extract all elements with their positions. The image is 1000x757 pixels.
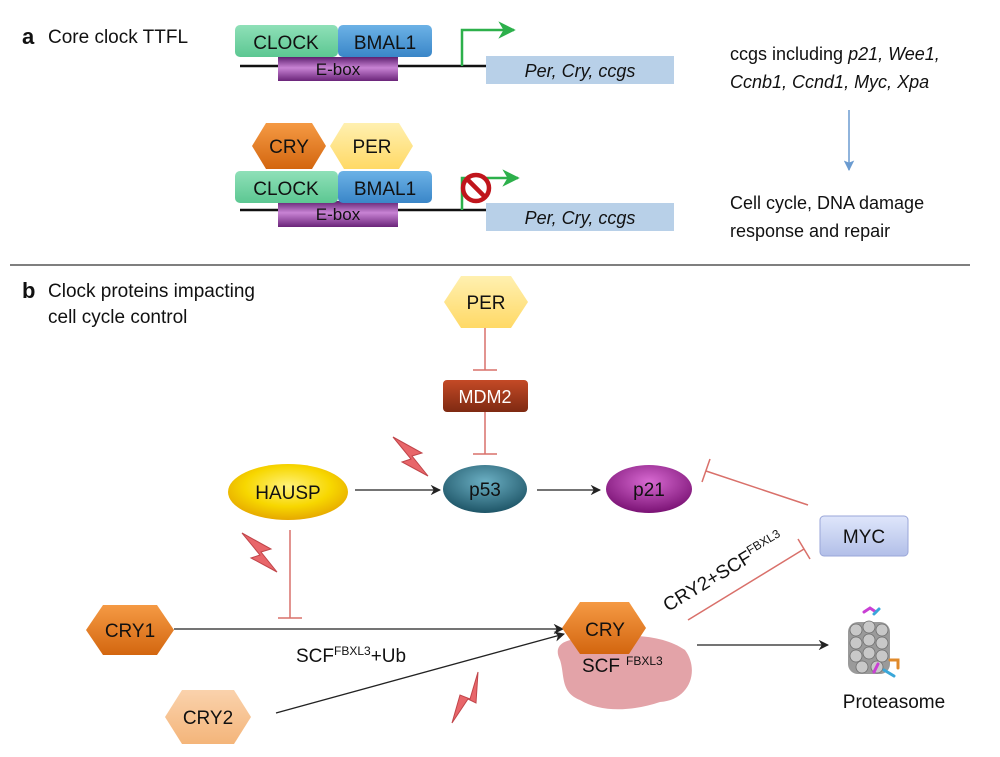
scf-complex-label: SCF FBXL3 bbox=[582, 654, 663, 677]
clock-box-bottom bbox=[235, 171, 338, 203]
gene-bar-top bbox=[486, 56, 674, 84]
ccgs-genes-1: p21, Wee1, bbox=[847, 44, 940, 64]
cry2-scf-sup: FBXL3 bbox=[744, 526, 783, 557]
ebox-top-label: E-box bbox=[316, 60, 361, 79]
per-label-a: PER bbox=[352, 137, 391, 158]
outcome-line-1: Cell cycle, DNA damage bbox=[730, 193, 924, 213]
gene-bottom-label: Per, Cry, ccgs bbox=[525, 208, 636, 228]
bmal1-bottom-label: BMAL1 bbox=[354, 179, 416, 200]
clock-box-top bbox=[235, 25, 338, 57]
scf-ub-label: SCFFBXL3+Ub bbox=[296, 644, 406, 667]
cry2-label: CRY2 bbox=[183, 708, 233, 729]
clock-bottom-label: CLOCK bbox=[253, 179, 319, 200]
proteasome-icon bbox=[848, 606, 900, 678]
clock-top-label: CLOCK bbox=[253, 33, 319, 54]
scf-blob bbox=[557, 635, 692, 710]
per-hexagon-a bbox=[330, 123, 413, 169]
gene-top-label: Per, Cry, ccgs bbox=[525, 61, 636, 81]
mdm2-label: MDM2 bbox=[459, 387, 512, 407]
scf-ub-suffix: +Ub bbox=[371, 646, 406, 667]
panel-a-letter: a bbox=[22, 24, 35, 49]
cry-myc-inhibit-bar bbox=[797, 538, 811, 560]
damage-bolt-3-icon bbox=[451, 671, 479, 724]
p21-label: p21 bbox=[633, 480, 665, 501]
bmal1-top-label: BMAL1 bbox=[354, 33, 416, 54]
panel-b-letter: b bbox=[22, 278, 35, 303]
scf-ub-sup: FBXL3 bbox=[334, 644, 371, 658]
cry-complex-label: CRY bbox=[585, 620, 625, 641]
myc-box bbox=[819, 515, 909, 557]
cry-myc-inhibit-line bbox=[687, 548, 805, 621]
cry2-hexagon bbox=[165, 690, 251, 744]
panel-a-title: Core clock TTFL bbox=[48, 27, 188, 48]
ccgs-line-2: Ccnb1, Ccnd1, Myc, Xpa bbox=[730, 72, 929, 92]
panel-b-title-1: Clock proteins impacting bbox=[48, 281, 255, 302]
p21-ellipse bbox=[606, 465, 692, 513]
ccgs-line-1: ccgs including p21, Wee1, bbox=[730, 44, 940, 64]
damage-bolt-1-icon bbox=[392, 436, 429, 477]
ebox-top bbox=[278, 57, 398, 81]
bmal1-box-bottom bbox=[338, 171, 432, 203]
hausp-ellipse bbox=[228, 464, 348, 520]
myc-p21-inhibit-line bbox=[705, 470, 809, 506]
transcription-arrow-top bbox=[460, 21, 516, 66]
proteasome-label: Proteasome bbox=[843, 692, 945, 713]
cry-label-a: CRY bbox=[269, 137, 309, 158]
hausp-label: HAUSP bbox=[255, 483, 320, 504]
cry2-degradation-arrow bbox=[275, 631, 566, 714]
scf-complex-sup: FBXL3 bbox=[626, 654, 663, 668]
gene-bar-bottom bbox=[486, 203, 674, 231]
cry-complex-hexagon bbox=[562, 602, 646, 654]
ebox-bottom bbox=[278, 201, 398, 227]
cry1-label: CRY1 bbox=[105, 621, 155, 642]
cry1-hexagon bbox=[86, 605, 174, 655]
myc-p21-inhibit-bar bbox=[701, 458, 711, 483]
ebox-bottom-label: E-box bbox=[316, 205, 361, 224]
panel-b-title-2: cell cycle control bbox=[48, 307, 187, 328]
ccgs-prefix: ccgs including bbox=[730, 44, 848, 64]
myc-label: MYC bbox=[843, 527, 885, 548]
bmal1-box-top bbox=[338, 25, 432, 57]
damage-bolt-2-icon bbox=[241, 532, 278, 573]
cry2-scf-prefix: CRY2+SCF bbox=[660, 547, 756, 616]
mdm2-box bbox=[443, 380, 528, 412]
scf-complex-base: SCF bbox=[582, 656, 620, 677]
outcome-line-2: response and repair bbox=[730, 221, 890, 241]
per-hexagon-b bbox=[444, 276, 528, 328]
p53-label: p53 bbox=[469, 480, 501, 501]
transcription-arrow-bottom bbox=[460, 169, 520, 210]
p53-ellipse bbox=[443, 465, 527, 513]
stop-sign-icon bbox=[460, 172, 492, 204]
cry-hexagon bbox=[252, 123, 326, 169]
scf-ub-base: SCF bbox=[296, 646, 334, 667]
per-label-b: PER bbox=[466, 293, 505, 314]
